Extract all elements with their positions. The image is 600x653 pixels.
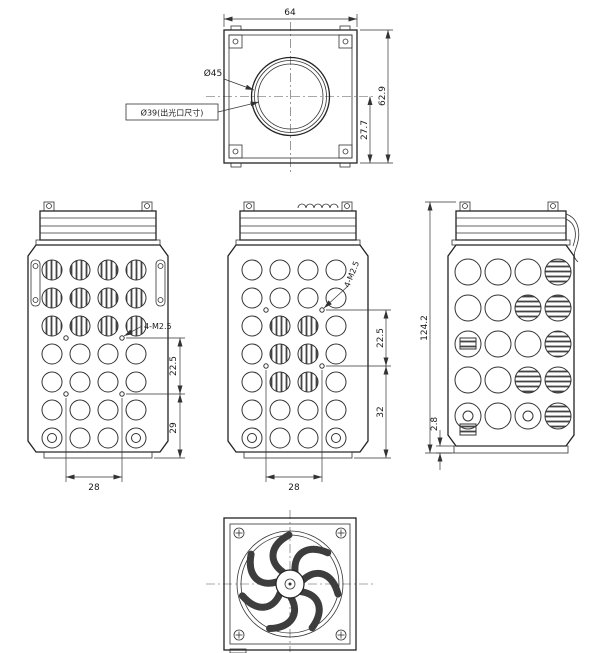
thread-holes <box>263 307 325 369</box>
dimension-overall-height-side: 124.2 <box>420 201 456 454</box>
leader-thread-holes: 4-M2.5 <box>323 260 361 309</box>
fan-frame-outline <box>223 517 357 651</box>
thread-holes <box>63 335 125 397</box>
housing-inner-wall <box>228 34 353 159</box>
housing-outline <box>223 29 358 164</box>
fan-cable-2 <box>565 218 576 247</box>
dim-text-pitch-left: 22.5 <box>169 356 179 376</box>
mount-clips <box>230 25 351 168</box>
dimension-hole-pitch-left: 22.5 <box>126 337 185 395</box>
dim-text-center-to-edge: 27.7 <box>360 120 370 140</box>
fan-blades <box>238 531 342 633</box>
corner-screws <box>233 527 347 641</box>
dim-text-span-left: 28 <box>88 483 100 493</box>
body-outline <box>27 244 169 453</box>
view-top: 64 62.9 27.7 Ø45 Ø39(出光口尺寸) <box>125 8 393 172</box>
base-plate <box>43 451 153 459</box>
base-plate <box>243 451 353 459</box>
leader-thread-holes: 4-M2.5 <box>123 322 172 337</box>
base-plate <box>453 445 569 454</box>
edge-slots <box>30 259 166 307</box>
fan-assembly <box>235 201 361 246</box>
label-text-lens-outer: Ø45 <box>204 68 223 79</box>
label-lens-aperture-diameter: Ø39(出光口尺寸) <box>125 101 260 121</box>
hole-grid <box>241 259 347 449</box>
lens-aperture <box>250 56 331 137</box>
view-front-middle: 4-M2.5 22.5 32 28 <box>227 201 391 493</box>
dimension-hole-to-base-middle: 32 <box>354 366 391 459</box>
view-side-right: 124.2 2.8 <box>420 201 580 470</box>
dimension-base-thickness: 2.8 <box>430 417 454 470</box>
label-lens-outer-diameter: Ø45 <box>204 68 255 91</box>
dim-text-span-middle: 28 <box>288 483 300 493</box>
dimension-overall-height: 62.9 <box>360 29 393 164</box>
dimension-hole-span-middle: 28 <box>265 370 323 493</box>
fan-frame-inner <box>229 523 351 645</box>
hole-grid <box>41 259 147 449</box>
dim-text-top-width: 64 <box>284 8 296 18</box>
dim-text-pitch-middle: 22.5 <box>376 328 386 348</box>
connector-tab <box>229 648 247 653</box>
body-outline <box>447 244 575 447</box>
label-text-lens-aperture: Ø39(出光口尺寸) <box>141 108 204 118</box>
dimension-hole-pitch-middle: 22.5 <box>326 309 391 367</box>
fan-cable <box>565 213 580 263</box>
dim-text-top-height: 62.9 <box>378 86 388 106</box>
fan-assembly <box>35 201 161 246</box>
dimension-hole-span-left: 28 <box>65 398 123 493</box>
corner-bosses <box>228 34 353 159</box>
fan-cable-coil <box>297 203 339 209</box>
dim-text-side-height: 124.2 <box>420 315 430 341</box>
dim-text-base-thickness: 2.8 <box>430 417 440 432</box>
dim-text-base-middle: 32 <box>376 406 386 417</box>
body-outline <box>227 244 369 453</box>
hole-grid <box>454 258 572 436</box>
view-bottom-fan <box>206 510 374 653</box>
dimension-center-to-edge: 27.7 <box>360 96 373 163</box>
view-front-left: 4-M2.5 22.5 29 28 <box>27 201 185 493</box>
fan-rotor <box>236 530 344 638</box>
label-text-thread-left: 4-M2.5 <box>144 322 172 331</box>
fan-assembly <box>451 201 580 263</box>
dimension-hole-to-base-left: 29 <box>154 394 185 459</box>
dimension-overall-width: 64 <box>223 8 358 27</box>
dim-text-base-left: 29 <box>169 422 179 434</box>
